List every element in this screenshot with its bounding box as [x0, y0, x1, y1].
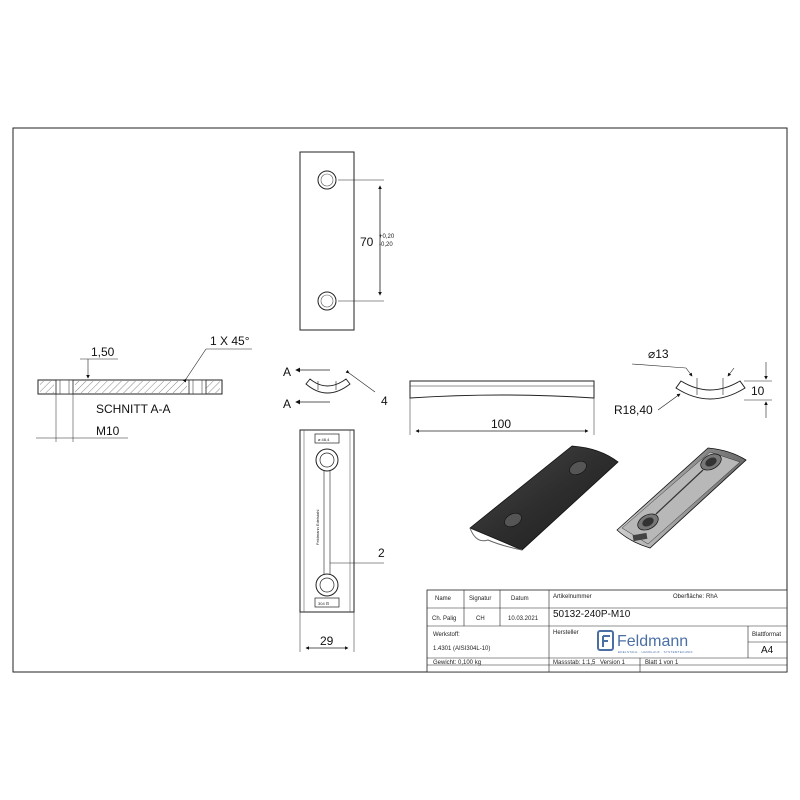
dim-tol-lower: -0,20 [379, 242, 393, 248]
drawing-frame [12, 127, 788, 673]
section-marker-bottom: A [283, 397, 291, 411]
marking-tube-size: ⌀ 48,4 [318, 437, 330, 442]
dim-width: 29 [320, 634, 334, 648]
dim-thread: M10 [96, 424, 120, 438]
tb-manufacturer-label: Hersteller [553, 630, 579, 636]
dim-slot-width: 2 [378, 546, 385, 560]
tb-version: Version 1 [600, 660, 626, 666]
dim-groove-depth: 1,50 [91, 345, 115, 359]
tb-article-number-label: Artikelnummer [553, 594, 592, 600]
tb-sheet-format-label: Blattformat [752, 632, 781, 638]
dim-hole-spacing: 70 [360, 235, 374, 249]
profile-view: ⌀13 10 R18,40 [614, 347, 772, 418]
tb-material-label: Werkstoff: [433, 632, 460, 638]
section-view: 1,50 1 X 45° SCHNITT A-A M10 [36, 334, 252, 442]
marking-material: 304 ⊟ [318, 601, 329, 606]
logo-tagline: EDELSTAHL · HANDLAUF · SYSTEMTECHNIK [618, 650, 693, 654]
tb-weight: Gewicht: 0,100 kg [433, 660, 481, 666]
side-view: 100 [409, 380, 595, 435]
dim-radius: R18,40 [614, 403, 653, 417]
tb-material-value: 1.4301 (AISI304L-10) [433, 646, 490, 652]
tb-date-value: 10.03.2021 [508, 616, 539, 622]
dim-chamfer: 1 X 45° [210, 334, 250, 348]
dim-length: 100 [491, 417, 511, 431]
tb-surface-value: RhA [706, 594, 718, 600]
tb-col-signature: Signatur [469, 596, 491, 602]
dim-height: 10 [751, 384, 765, 398]
tb-scale: Massstab: 1:1,5 [553, 660, 596, 666]
tb-signature-value: CH [476, 616, 485, 622]
tb-article-number: 50132-240P-M10 [553, 609, 631, 620]
tb-sheet: Blatt 1 von 1 [645, 660, 679, 666]
dim-thickness: 4 [381, 394, 388, 408]
feldmann-logo: Feldmann EDELSTAHL · HANDLAUF · SYSTEMTE… [597, 630, 693, 654]
render-bottom-side [616, 447, 747, 549]
render-top-side [469, 445, 619, 551]
title-block: Name Signatur Datum Artikelnummer Oberfl… [426, 589, 788, 673]
tb-sheet-format: A4 [761, 645, 774, 656]
section-marker-top: A [283, 365, 291, 379]
tb-surface-label: Oberfläche: [673, 594, 704, 600]
tb-name-value: Ch. Palig [432, 616, 456, 622]
top-view: 70 +0,20 -0,20 [299, 151, 395, 331]
tb-col-date: Datum [511, 596, 529, 602]
tb-col-name: Name [435, 596, 452, 602]
logo-name: Feldmann [617, 633, 688, 650]
section-label: SCHNITT A-A [96, 402, 170, 416]
dim-hole-diameter: ⌀13 [648, 347, 669, 361]
end-view-markers: A A 4 [283, 365, 388, 411]
bottom-view: ⌀ 48,4 Feldmann Edelstahl 304 ⊟ 2 29 [299, 429, 385, 652]
dim-tol-upper: +0,20 [379, 234, 395, 240]
marking-engraving: Feldmann Edelstahl [315, 510, 320, 545]
